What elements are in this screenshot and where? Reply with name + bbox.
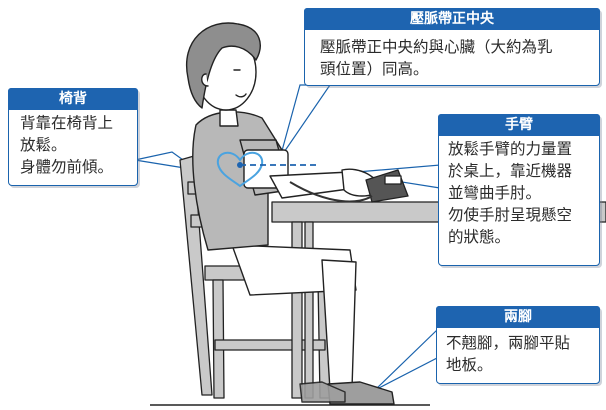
callout-legs-text: 不翹腳，兩腳平貼 地板。 [446,334,571,374]
callout-arm-text: 放鬆手臂的力量置 於桌上，靠近機器 並彎曲手肘。 勿使手肘呈現懸空 的狀態。 [448,140,573,246]
callout-chair-back-text: 背靠在椅背上 放鬆。 身體勿前傾。 [20,114,114,176]
callout-chair-back-title: 椅背 [8,88,138,110]
callout-legs-title: 兩腳 [436,306,600,328]
heart-icon [216,151,264,188]
blood-pressure-monitor [289,169,409,203]
neck [219,109,239,127]
pointer-legs [374,328,438,391]
foot-back [299,381,346,403]
callout-cuff-center-title: 壓脈帶正中央 [304,8,600,30]
callout-chair-back: 椅背 背靠在椅背上 放鬆。 身體勿前傾。 [8,88,138,186]
callout-cuff-center: 壓脈帶正中央 壓脈帶正中央約與心臟（大約為乳 頭位置）同高。 [304,8,600,86]
pointer-cuff [279,84,332,159]
hair [185,22,261,109]
heart-dot [237,162,243,168]
person [185,22,395,405]
callout-arm: 手臂 放鬆手臂的力量置 於桌上，靠近機器 並彎曲手肘。 勿使手肘呈現懸空 的狀態… [438,114,600,266]
callout-arm-title: 手臂 [438,114,600,136]
callout-cuff-center-text: 壓脈帶正中央約與心臟（大約為乳 頭位置）同高。 [320,38,553,78]
ear [201,73,209,87]
callout-legs: 兩腳 不翹腳，兩腳平貼 地板。 [436,306,600,384]
